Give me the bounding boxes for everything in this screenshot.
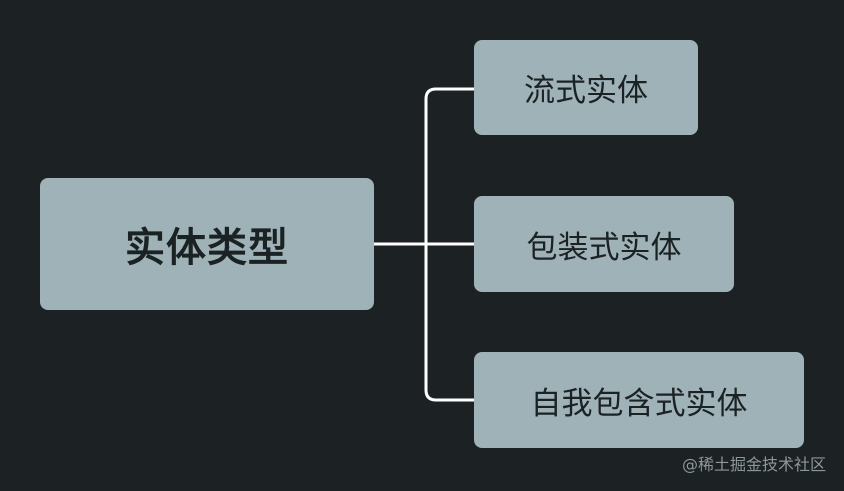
child-node-self-contained-entity[interactable]: 自我包含式实体 [474, 352, 804, 448]
root-node[interactable]: 实体类型 [40, 178, 374, 310]
connector-vertical-spine [424, 87, 474, 402]
child-node-label: 自我包含式实体 [530, 385, 748, 422]
watermark-text: @稀土掘金技术社区 [681, 455, 826, 474]
child-node-label: 包装式实体 [526, 229, 682, 266]
child-node-label: 流式实体 [524, 73, 648, 109]
root-node-label: 实体类型 [125, 224, 289, 271]
child-node-wrapped-entity[interactable]: 包装式实体 [474, 196, 734, 292]
child-node-streaming-entity[interactable]: 流式实体 [474, 40, 698, 135]
